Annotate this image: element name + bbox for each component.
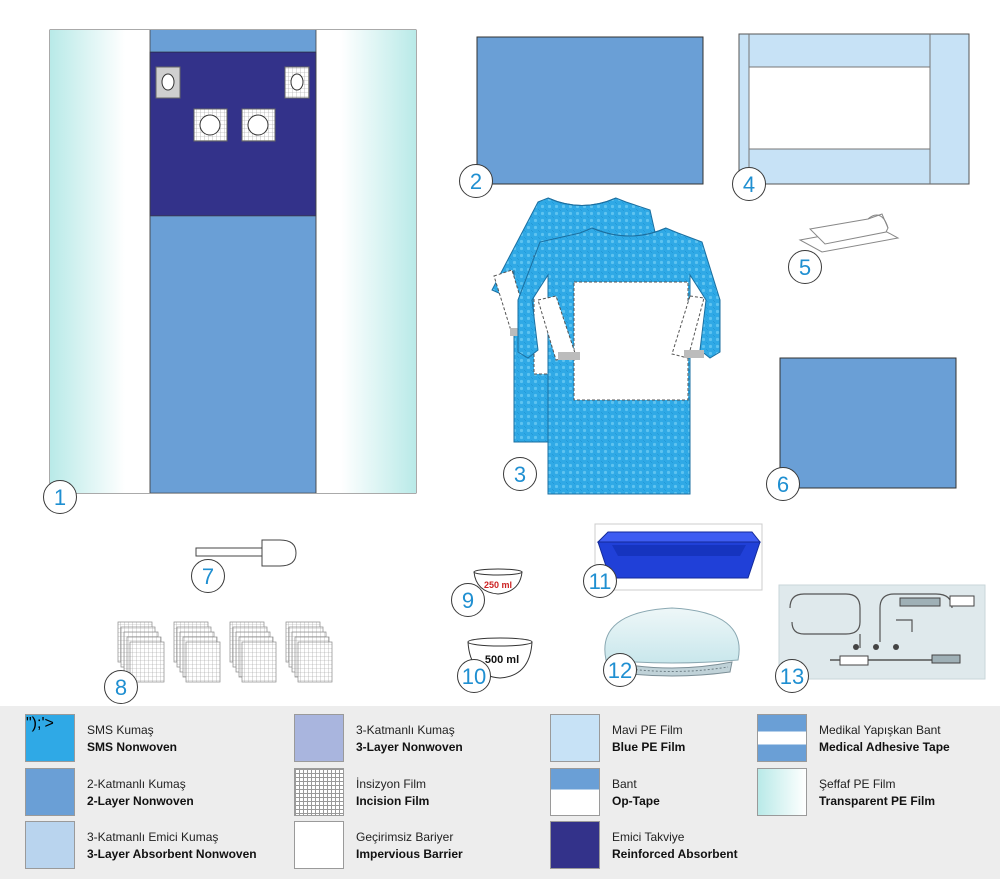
bowl-250: 250 ml	[473, 568, 523, 595]
legend-label-tr: Medikal Yapışkan Bant	[819, 723, 941, 737]
legend-label-tr: 2-Katmanlı Kumaş	[87, 777, 186, 791]
legend-label-en: 2-Layer Nonwoven	[87, 794, 194, 808]
item-number-8: 8	[104, 670, 138, 704]
item-number-10: 10	[457, 659, 491, 693]
legend-label-tr: Emici Takviye	[612, 830, 685, 844]
item-number-2: 2	[459, 164, 493, 198]
legend-swatch-reinforced	[550, 821, 600, 869]
components-illustration: 250 ml 500 ml	[49, 29, 986, 683]
legend-label-tr: Mavi PE Film	[612, 723, 683, 737]
drape-1	[49, 29, 417, 494]
item-number-3: 3	[503, 457, 537, 491]
legend-swatch-transparent	[757, 768, 807, 816]
item-number-1: 1	[43, 480, 77, 514]
legend-swatch-three-layer-absorbent	[25, 821, 75, 869]
legend-label-tr: Bant	[612, 777, 637, 791]
legend-swatch-impervious	[294, 821, 344, 869]
legend-label-en: Incision Film	[356, 794, 430, 808]
legend-label-en: 3-Layer Absorbent Nonwoven	[87, 847, 257, 861]
item-number-5: 5	[788, 250, 822, 284]
legend-label-en: Reinforced Absorbent	[612, 847, 738, 861]
legend-swatch-incision	[294, 768, 344, 816]
drape-6	[779, 357, 957, 489]
legend-label-en: Impervious Barrier	[356, 847, 463, 861]
gauze-8	[117, 621, 333, 683]
item-number-7: 7	[191, 559, 225, 593]
legend-swatch-sms: ");'>	[25, 714, 75, 762]
legend-swatch-blue-pe	[550, 714, 600, 762]
legend-label-en: Blue PE Film	[612, 740, 686, 754]
legend-label-tr: SMS Kumaş	[87, 723, 154, 737]
legend-label-tr: 3-Katmanlı Emici Kumaş	[87, 830, 219, 844]
tape-5	[798, 213, 900, 253]
bowl-500-label: 500 ml	[485, 654, 519, 666]
drape-2	[476, 36, 704, 185]
item-number-11: 11	[583, 564, 617, 598]
legend-swatch-adhesive	[757, 714, 807, 762]
legend-label-en: Medical Adhesive Tape	[819, 740, 950, 754]
item-number-6: 6	[766, 467, 800, 501]
legend-swatch-op-tape	[550, 768, 600, 816]
legend-label-en: SMS Nonwoven	[87, 740, 178, 754]
cap-12	[604, 607, 740, 677]
legend-label-tr: Şeffaf PE Film	[819, 777, 896, 791]
legend-label-tr: 3-Katmanlı Kumaş	[356, 723, 455, 737]
item-number-9: 9	[451, 583, 485, 617]
gown-front	[517, 227, 721, 495]
scraper-7	[195, 539, 297, 567]
legend-label-en: 3-Layer Nonwoven	[356, 740, 463, 754]
bowl-250-label: 250 ml	[484, 580, 512, 590]
tray-11	[594, 523, 763, 591]
legend-label-en: Transparent PE Film	[819, 794, 936, 808]
legend-label-tr: Geçirimsiz Bariyer	[356, 830, 454, 844]
item-number-4: 4	[732, 167, 766, 201]
item-number-13: 13	[775, 659, 809, 693]
legend-label-tr: İnsizyon Film	[356, 777, 427, 791]
legend-label-en: Op-Tape	[612, 794, 660, 808]
drape-4	[738, 33, 970, 185]
item-number-12: 12	[603, 653, 637, 687]
legend-swatch-two-layer	[25, 768, 75, 816]
iv-set-13	[778, 584, 986, 680]
legend-swatch-three-layer	[294, 714, 344, 762]
